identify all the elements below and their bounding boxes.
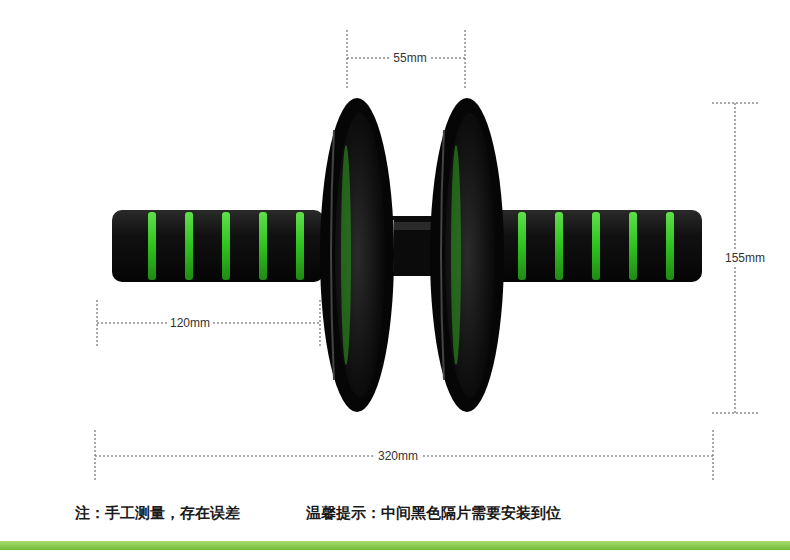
illustration-part bbox=[666, 212, 674, 280]
illustration-part bbox=[518, 212, 526, 280]
illustration-part bbox=[712, 413, 760, 414]
illustration-part bbox=[335, 113, 385, 397]
footer-bar bbox=[0, 541, 790, 550]
illustration-part bbox=[222, 212, 230, 280]
illustration-part bbox=[629, 212, 637, 280]
illustration-part bbox=[347, 30, 348, 90]
illustration-part bbox=[394, 222, 432, 230]
illustration-part bbox=[713, 430, 714, 480]
illustration-part bbox=[441, 130, 444, 380]
illustration-part bbox=[712, 103, 760, 104]
illustration-part bbox=[331, 130, 334, 380]
illustration-part bbox=[148, 212, 156, 280]
illustration-part bbox=[296, 212, 304, 280]
note-text: 温馨提示：中间黑色隔片需要安装到位 bbox=[306, 504, 561, 522]
illustration-part bbox=[320, 98, 394, 412]
left-wheel bbox=[320, 98, 394, 412]
illustration-part bbox=[445, 113, 495, 397]
dimension-label: 155mm bbox=[722, 250, 768, 266]
illustration-part bbox=[465, 30, 466, 90]
illustration-part bbox=[259, 212, 267, 280]
note-text: 注：手工测量，存在误差 bbox=[75, 504, 240, 522]
right-handle bbox=[490, 210, 702, 282]
illustration-part bbox=[592, 212, 600, 280]
dimension-label: 320mm bbox=[375, 448, 421, 464]
illustration-part bbox=[490, 210, 702, 282]
illustration-part bbox=[95, 430, 96, 480]
dimension-label: 55mm bbox=[390, 50, 429, 66]
dimension-lines bbox=[95, 30, 760, 480]
illustration-part bbox=[185, 212, 193, 280]
illustration-part bbox=[430, 98, 504, 412]
illustration-part bbox=[112, 210, 324, 282]
illustration-part bbox=[451, 145, 461, 365]
illustration-part bbox=[320, 300, 321, 346]
dimension-label: 120mm bbox=[167, 315, 213, 331]
illustration-part bbox=[555, 212, 563, 280]
illustration-part bbox=[341, 145, 351, 365]
right-wheel bbox=[430, 98, 504, 412]
left-handle bbox=[112, 210, 324, 282]
